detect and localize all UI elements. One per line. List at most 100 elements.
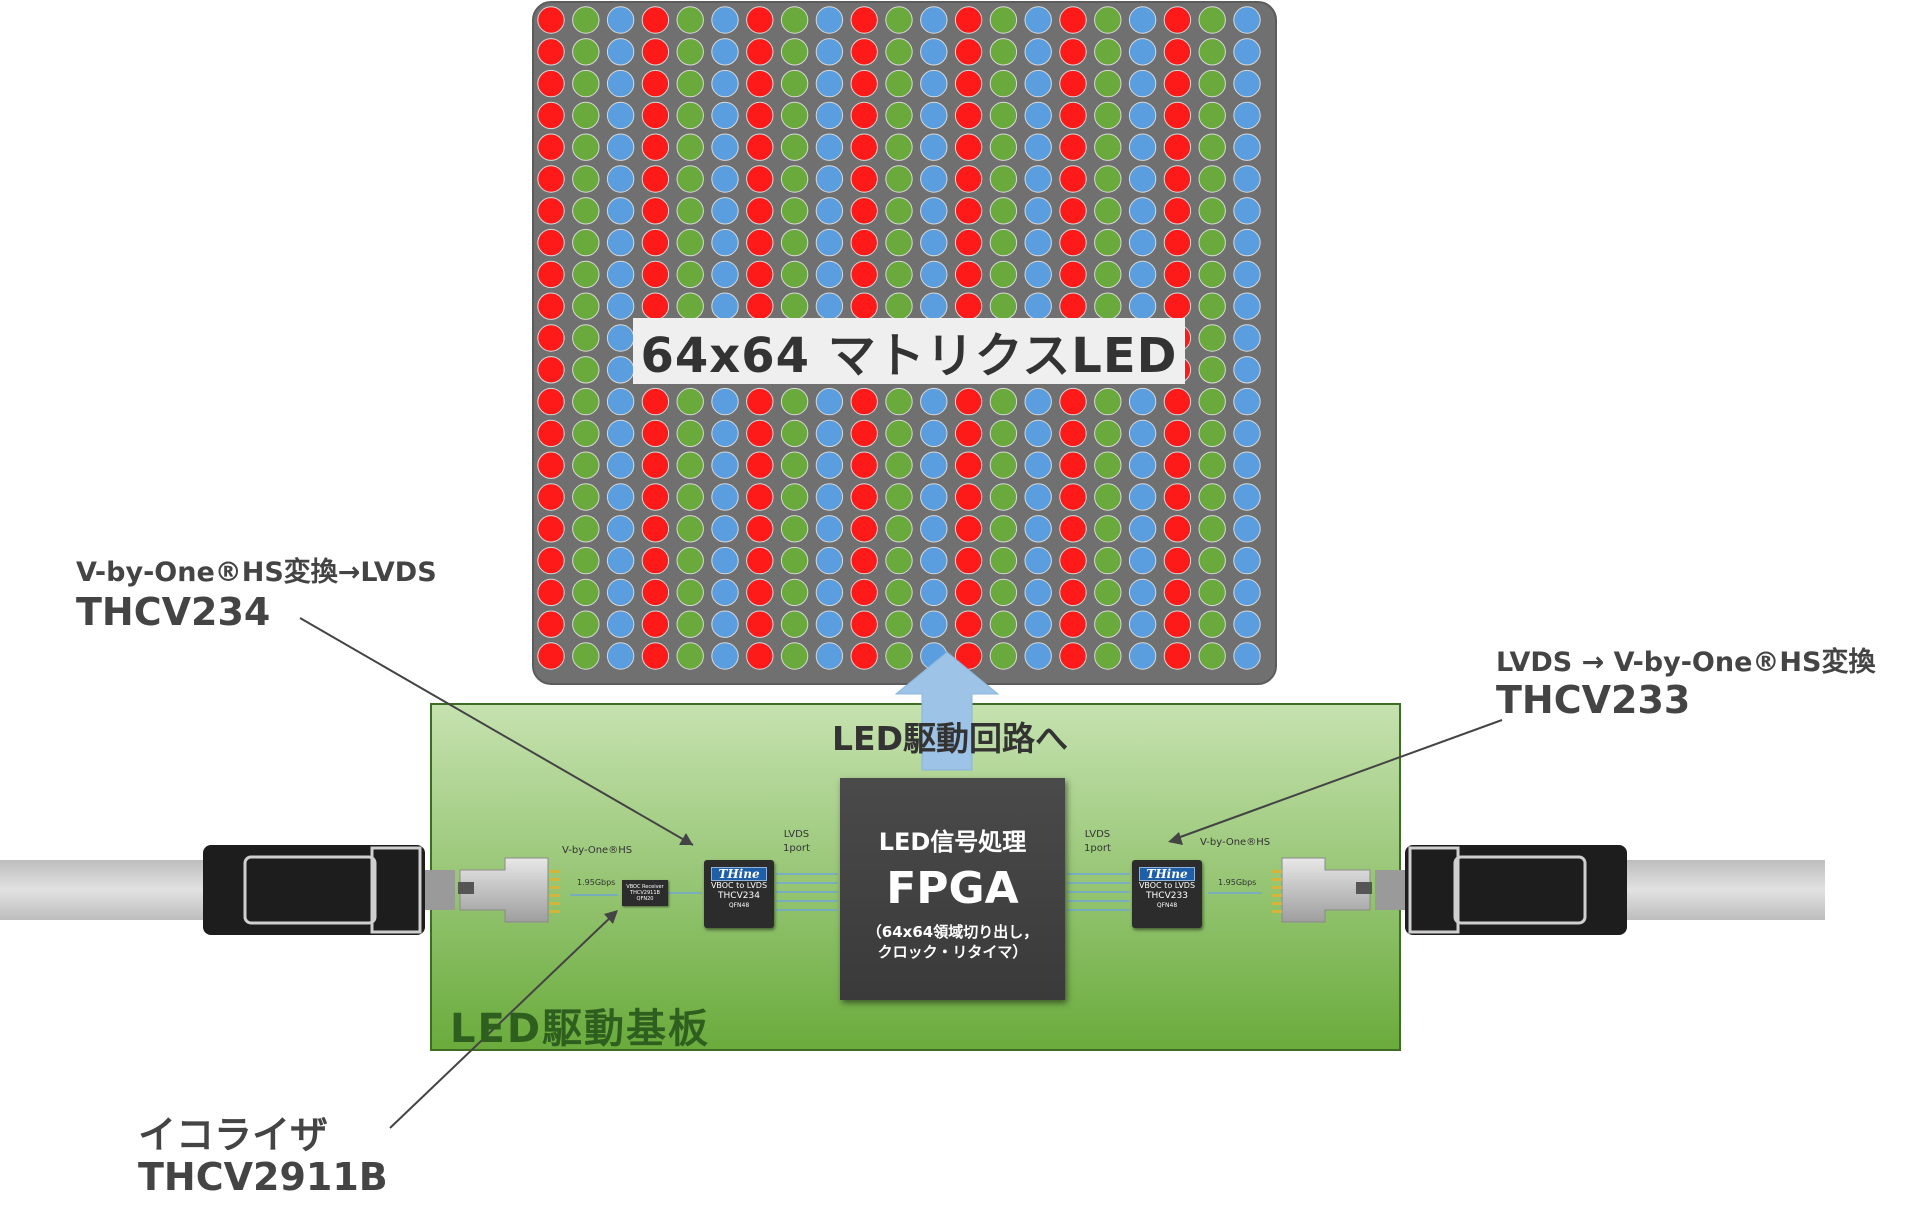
led-dot bbox=[1128, 260, 1157, 289]
led-dot bbox=[989, 165, 1018, 193]
connector-pin bbox=[550, 894, 560, 897]
led-dot bbox=[815, 515, 844, 543]
led-dot bbox=[954, 38, 983, 66]
led-dot bbox=[537, 197, 565, 225]
led-dot bbox=[989, 515, 1018, 543]
led-dot bbox=[920, 133, 948, 161]
led-dot bbox=[1024, 228, 1052, 257]
led-dot bbox=[711, 38, 739, 66]
led-dot bbox=[606, 387, 635, 416]
connector-pin bbox=[1272, 870, 1282, 873]
led-dot bbox=[572, 483, 600, 511]
left-dsub-connector bbox=[459, 857, 549, 923]
led-dot bbox=[850, 515, 878, 543]
led-dot bbox=[572, 642, 600, 670]
led-dot bbox=[850, 642, 878, 670]
led-dot bbox=[954, 69, 983, 98]
led-dot bbox=[711, 419, 739, 448]
led-dot bbox=[1128, 451, 1157, 479]
led-dot bbox=[920, 38, 948, 66]
led-dot bbox=[676, 515, 704, 543]
led-dot bbox=[1233, 419, 1261, 448]
callout-line-thcv2911b bbox=[389, 913, 615, 1129]
led-dot bbox=[746, 38, 774, 66]
led-dot bbox=[954, 578, 983, 607]
thine-logo-right: THine bbox=[1139, 867, 1195, 881]
led-dot bbox=[606, 6, 635, 34]
led-dot bbox=[746, 101, 774, 130]
led-dot bbox=[1163, 133, 1192, 161]
led-dot bbox=[989, 38, 1018, 66]
led-dot bbox=[1059, 38, 1087, 66]
led-dot bbox=[815, 642, 844, 670]
led-dot bbox=[885, 165, 913, 193]
led-dot bbox=[572, 6, 600, 34]
led-dot bbox=[746, 578, 774, 607]
led-dot bbox=[885, 133, 913, 161]
led-dot bbox=[885, 260, 913, 289]
callout-line-thcv234 bbox=[299, 617, 694, 846]
led-dot bbox=[1024, 451, 1052, 479]
led-dot bbox=[815, 6, 844, 34]
led-dot bbox=[572, 356, 600, 384]
led-dot bbox=[711, 515, 739, 543]
led-dot bbox=[1198, 642, 1226, 670]
led-dot bbox=[572, 610, 600, 638]
led-dot bbox=[1128, 387, 1157, 416]
led-dot bbox=[676, 387, 704, 416]
led-dot bbox=[1128, 642, 1157, 670]
led-dot bbox=[1024, 578, 1052, 607]
led-dot bbox=[780, 515, 809, 543]
led-dot bbox=[920, 451, 948, 479]
led-dot bbox=[780, 101, 809, 130]
led-dot bbox=[1163, 101, 1192, 130]
led-dot bbox=[676, 133, 704, 161]
led-dot bbox=[1233, 6, 1261, 34]
led-dot bbox=[989, 642, 1018, 670]
led-dot bbox=[815, 197, 844, 225]
led-dot bbox=[746, 483, 774, 511]
led-dot bbox=[572, 546, 600, 575]
led-dot bbox=[572, 292, 600, 320]
led-dot bbox=[606, 292, 635, 320]
led-dot bbox=[1128, 38, 1157, 66]
led-dot bbox=[954, 197, 983, 225]
led-dot bbox=[572, 451, 600, 479]
connector-pin bbox=[1272, 902, 1282, 905]
led-dot bbox=[1163, 6, 1192, 34]
led-dot bbox=[606, 197, 635, 225]
connector-pin bbox=[550, 910, 560, 913]
led-dot bbox=[1198, 165, 1226, 193]
led-dot bbox=[746, 387, 774, 416]
connector-pin bbox=[550, 886, 560, 889]
right-connector-outline bbox=[1453, 855, 1587, 925]
led-dot bbox=[780, 38, 809, 66]
led-dot bbox=[676, 642, 704, 670]
led-dot bbox=[850, 419, 878, 448]
led-dot bbox=[920, 69, 948, 98]
led-dot bbox=[537, 578, 565, 607]
led-dot bbox=[537, 515, 565, 543]
led-dot bbox=[1233, 292, 1261, 320]
led-dot bbox=[920, 515, 948, 543]
right-link-label: V-by-One®HS bbox=[1200, 837, 1271, 848]
led-dot bbox=[989, 610, 1018, 638]
led-dot bbox=[815, 260, 844, 289]
led-dot bbox=[1094, 546, 1122, 575]
led-dot bbox=[1094, 38, 1122, 66]
led-dot bbox=[711, 546, 739, 575]
led-dot bbox=[641, 38, 670, 66]
led-dot bbox=[606, 356, 635, 384]
led-dot bbox=[537, 69, 565, 98]
led-dot bbox=[1024, 69, 1052, 98]
right-cable bbox=[1620, 860, 1825, 920]
led-dot bbox=[780, 642, 809, 670]
led-dot bbox=[1128, 610, 1157, 638]
connector-pin bbox=[550, 878, 560, 881]
callout-arrowhead-thcv233 bbox=[1168, 832, 1183, 845]
led-dot bbox=[1163, 610, 1192, 638]
led-dot bbox=[1198, 197, 1226, 225]
led-dot bbox=[1198, 292, 1226, 320]
led-dot bbox=[1163, 228, 1192, 257]
led-dot bbox=[1198, 451, 1226, 479]
